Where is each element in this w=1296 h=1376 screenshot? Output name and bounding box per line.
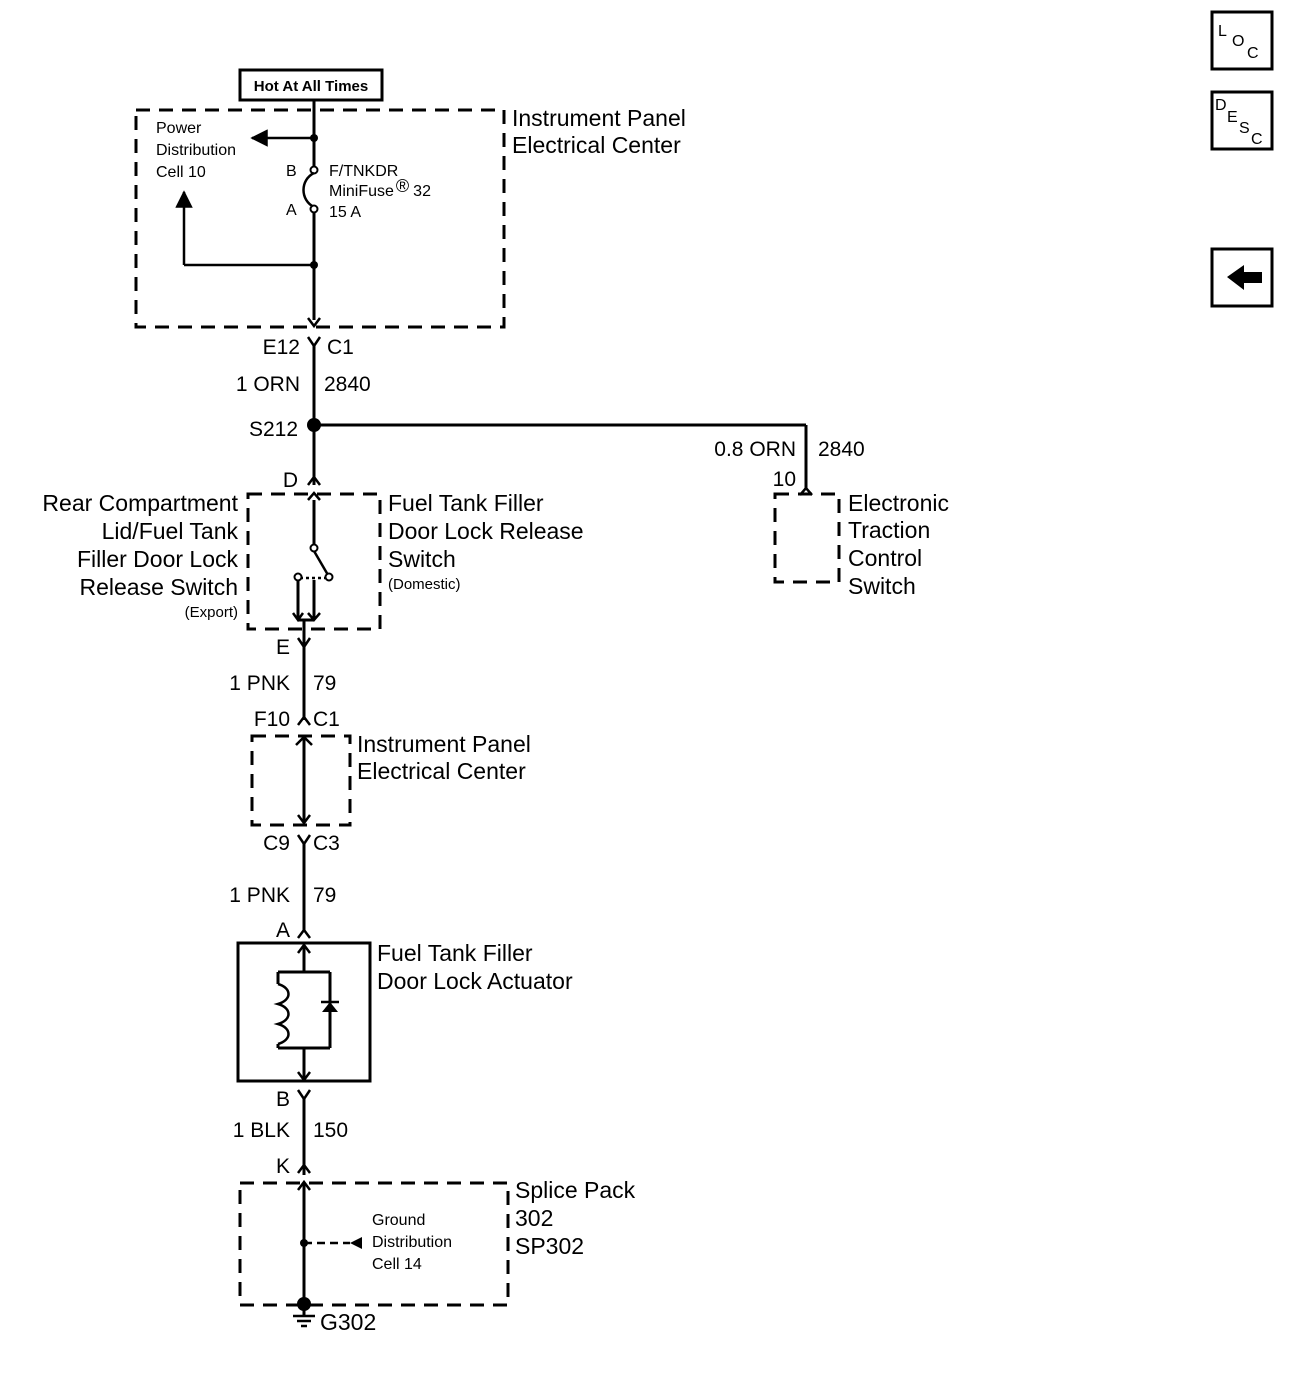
- hot-at-all-times-label: Hot At All Times: [238, 68, 384, 102]
- diode-symbol: [322, 1002, 338, 1012]
- fuse-symbol: [302, 171, 315, 209]
- svg-text:1 PNK: 1 PNK: [229, 884, 290, 907]
- svg-text:S: S: [1239, 120, 1250, 137]
- svg-text:Ground: Ground: [372, 1212, 425, 1229]
- svg-text:Splice Pack: Splice Pack: [515, 1177, 636, 1203]
- svg-text:Release Switch: Release Switch: [79, 574, 238, 600]
- svg-text:D: D: [283, 469, 298, 492]
- svg-text:E: E: [1227, 109, 1238, 126]
- svg-text:A: A: [286, 202, 297, 219]
- svg-text:(Domestic): (Domestic): [388, 576, 461, 593]
- coil-symbol: [273, 982, 290, 1046]
- back-button[interactable]: [1210, 247, 1274, 308]
- svg-text:C3: C3: [313, 832, 340, 855]
- svg-text:C1: C1: [313, 708, 340, 731]
- svg-text:L: L: [1218, 23, 1227, 40]
- svg-text:2840: 2840: [818, 438, 865, 461]
- svg-text:C9: C9: [263, 832, 290, 855]
- desc-button[interactable]: D E S C: [1210, 90, 1274, 151]
- svg-text:Control: Control: [848, 545, 922, 571]
- svg-text:79: 79: [313, 884, 336, 907]
- svg-text:G302: G302: [320, 1309, 376, 1335]
- svg-text:Cell 14: Cell 14: [372, 1256, 422, 1273]
- svg-text:Distribution: Distribution: [372, 1234, 452, 1251]
- svg-text:B: B: [276, 1088, 290, 1111]
- ipec-mid-box: [250, 734, 352, 827]
- svg-text:F/TNKDR: F/TNKDR: [329, 163, 398, 180]
- svg-text:10: 10: [773, 468, 796, 491]
- svg-text:Lid/Fuel Tank: Lid/Fuel Tank: [102, 518, 239, 544]
- svg-text:Door Lock Release: Door Lock Release: [388, 518, 584, 544]
- svg-text:K: K: [276, 1155, 290, 1178]
- ipec-top-box: [134, 108, 506, 329]
- connector-e12-c1: [306, 336, 322, 349]
- svg-text:S212: S212: [249, 418, 298, 441]
- svg-text:Hot At All Times: Hot At All Times: [254, 78, 368, 95]
- release-switch-box: [246, 492, 382, 631]
- svg-text:1 BLK: 1 BLK: [233, 1119, 290, 1142]
- svg-text:SP302: SP302: [515, 1233, 584, 1259]
- svg-text:Instrument Panel: Instrument Panel: [357, 731, 531, 757]
- svg-text:Power: Power: [156, 120, 202, 137]
- svg-text:Fuel Tank Filler: Fuel Tank Filler: [377, 940, 533, 966]
- svg-text:Fuel Tank Filler: Fuel Tank Filler: [388, 490, 544, 516]
- svg-text:Door Lock Actuator: Door Lock Actuator: [377, 968, 573, 994]
- svg-text:E: E: [276, 636, 290, 659]
- loc-button[interactable]: L O C: [1210, 10, 1274, 71]
- splice-pack-box: [238, 1181, 510, 1307]
- svg-text:Rear Compartment: Rear Compartment: [42, 490, 238, 516]
- svg-text:C1: C1: [327, 336, 354, 359]
- svg-text:C: C: [1251, 131, 1263, 148]
- switch-blade: [312, 550, 330, 576]
- svg-text:D: D: [1215, 97, 1227, 114]
- svg-text:F10: F10: [254, 708, 290, 731]
- svg-text:Traction: Traction: [848, 517, 930, 543]
- svg-text:15 A: 15 A: [329, 204, 361, 221]
- etc-switch-box: [773, 492, 841, 584]
- ipec-top-label-2: Electrical Center: [512, 132, 681, 158]
- svg-text:79: 79: [313, 672, 336, 695]
- svg-text:(Export): (Export): [185, 604, 238, 621]
- svg-text:Distribution: Distribution: [156, 142, 236, 159]
- svg-text:MiniFuse®32: MiniFuse®32: [329, 176, 431, 200]
- svg-text:Switch: Switch: [388, 546, 456, 572]
- svg-text:B: B: [286, 163, 297, 180]
- svg-text:E12: E12: [263, 336, 300, 359]
- svg-text:0.8 ORN: 0.8 ORN: [714, 438, 796, 461]
- svg-text:2840: 2840: [324, 373, 371, 396]
- left-arrow-icon: [1227, 265, 1262, 290]
- svg-text:302: 302: [515, 1205, 553, 1231]
- svg-text:O: O: [1232, 33, 1244, 50]
- svg-text:Filler Door Lock: Filler Door Lock: [77, 546, 239, 572]
- svg-text:1 PNK: 1 PNK: [229, 672, 290, 695]
- svg-text:Switch: Switch: [848, 573, 916, 599]
- ipec-top-label-1: Instrument Panel: [512, 105, 686, 131]
- svg-text:Cell 10: Cell 10: [156, 164, 206, 181]
- svg-text:Electrical Center: Electrical Center: [357, 758, 526, 784]
- svg-text:A: A: [276, 919, 290, 942]
- svg-text:1 ORN: 1 ORN: [236, 373, 300, 396]
- svg-text:C: C: [1247, 45, 1259, 62]
- svg-text:150: 150: [313, 1119, 348, 1142]
- svg-text:Electronic: Electronic: [848, 490, 949, 516]
